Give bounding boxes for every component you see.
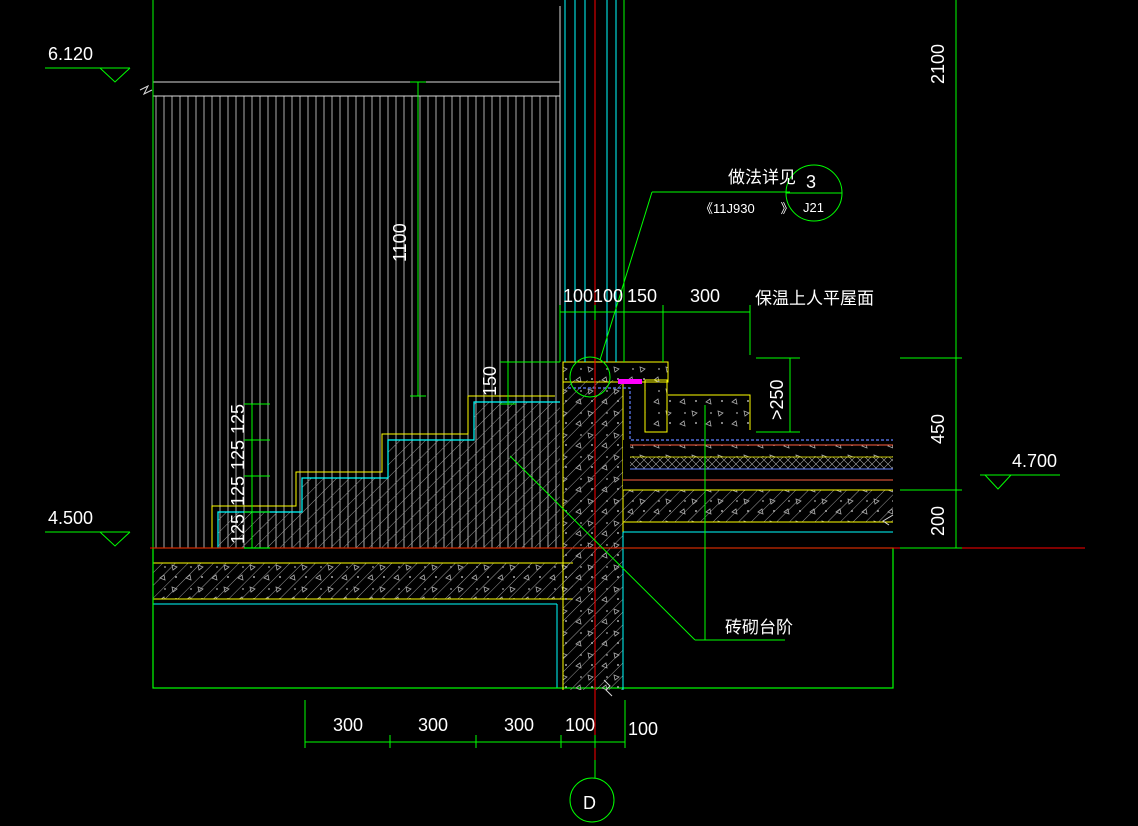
dim-riser-1: 125 [228,404,248,434]
dim-top-3: 150 [627,286,657,306]
dim-riser-2: 125 [228,440,248,470]
detail-ref-sheet: J21 [803,200,824,215]
dim-bottom-5: 100 [628,719,658,739]
detail-ref-doc: 《11J930 》 [700,201,794,216]
dimension-lines [244,0,962,778]
dim-right-450: 450 [928,414,948,444]
dim-bottom-2: 300 [418,715,448,735]
dim-top-2: 100 [593,286,623,306]
axis-label: D [583,793,596,813]
dim-bottom-4: 100 [565,715,595,735]
dim-top-1: 100 [563,286,593,306]
roof-slab [622,440,894,690]
dim-bottom-3: 300 [504,715,534,735]
dim-right-2100: 2100 [928,44,948,84]
elevation-left: 4.500 [48,508,93,528]
dim-right-200: 200 [928,506,948,536]
detail-ref-text: 做法详见 [728,168,796,188]
step-label: 砖砌台阶 [725,618,793,638]
dim-top-4: 300 [690,286,720,306]
elevation-top-left: 6.120 [48,44,93,64]
frame-lines [150,0,1085,760]
dim-bottom-1: 300 [333,715,363,735]
leader-lines [509,164,843,823]
wall-column [562,380,624,697]
floor-slab [152,547,894,689]
dim-step-150: 150 [480,366,500,396]
roof-label: 保温上人平屋面 [755,289,874,309]
dim-riser-3: 125 [228,476,248,506]
elevation-markers [45,67,1060,547]
dim-rail-height: 1100 [390,223,410,262]
dim-riser-4: 125 [228,514,248,544]
parapet-curb [562,361,893,441]
detail-ref-no: 3 [806,172,816,192]
elevation-right: 4.700 [1012,451,1057,471]
dim-min-250: >250 [767,379,787,420]
railing-panel [139,6,561,548]
